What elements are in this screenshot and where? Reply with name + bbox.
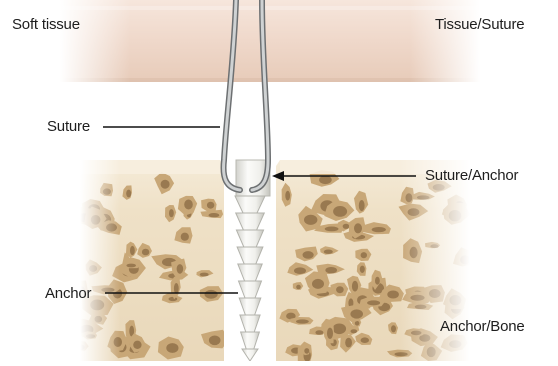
bone-pore-shadow (345, 338, 352, 348)
bone-pore-shadow (333, 324, 347, 335)
label-suture: Suture (47, 118, 90, 135)
bone-pore-shadow (304, 215, 317, 225)
bone-pore-shadow (177, 264, 184, 274)
soft-tissue-layer (60, 0, 480, 82)
bone-pore-shadow (319, 176, 332, 184)
bone-pore-shadow (360, 266, 365, 273)
bone-pore-shadow (327, 328, 333, 339)
bone-pore-shadow (184, 200, 193, 210)
anchor-thread (239, 298, 261, 315)
bone-pore-shadow (391, 325, 396, 332)
bone-pore-shadow (355, 321, 360, 326)
bone-pore-shadow (367, 300, 380, 305)
bone-pore-shadow (325, 267, 337, 273)
bone-pore-shadow (359, 200, 365, 211)
bone-pore-shadow (130, 246, 135, 255)
anchor-thread (236, 230, 263, 247)
bone-pore-shadow (372, 227, 386, 232)
bone-pore-shadow (207, 202, 214, 209)
bone-pore-shadow (351, 329, 358, 333)
bone-pore-shadow (169, 209, 174, 217)
bone-pore-shadow (304, 348, 309, 354)
bone-pore-shadow (209, 336, 221, 346)
anchor-thread (240, 315, 260, 332)
bone-pore-shadow (296, 319, 309, 323)
bone-pore-shadow (174, 283, 179, 294)
bone-pore-shadow (205, 290, 218, 299)
bone-pore-shadow (285, 191, 290, 201)
label-anchor-bone: Anchor/Bone (440, 318, 525, 335)
bone-pore-shadow (336, 286, 344, 293)
bone-pore-shadow (352, 281, 358, 292)
label-soft-tissue: Soft tissue (12, 16, 80, 33)
bone-pore-shadow (200, 273, 209, 277)
bone-pore-shadow (361, 252, 367, 258)
bone-pore-shadow (354, 223, 362, 233)
bone-pore-shadow (133, 341, 141, 349)
bone-pore-shadow (375, 277, 380, 285)
anchor-thread (236, 213, 265, 230)
bone-pore-shadow (166, 343, 178, 353)
bone-layer (70, 160, 473, 361)
bone-pore-shadow (315, 330, 323, 335)
bone-pore-shadow (169, 297, 178, 301)
bone-pore-shadow (325, 227, 339, 232)
anchor-thread (241, 332, 260, 349)
bone-pore-shadow (350, 309, 363, 318)
anchor-tip (242, 349, 258, 361)
bone-pore-shadow (209, 213, 220, 217)
bone-pore-shadow (333, 206, 347, 217)
bone-pore-shadow (126, 190, 131, 198)
anchor-thread (235, 196, 265, 213)
label-tissue-suture: Tissue/Suture (435, 16, 524, 33)
bone-pore-shadow (296, 285, 301, 290)
bone-pore-shadow (312, 279, 324, 289)
label-anchor: Anchor (45, 285, 91, 302)
bone-pore-shadow (303, 251, 314, 259)
anchor-thread (237, 247, 263, 264)
label-suture-anchor: Suture/Anchor (425, 167, 518, 184)
bone-pore-shadow (343, 224, 350, 229)
anchor-thread (238, 264, 262, 281)
bone-pore-shadow (142, 249, 149, 256)
bone-pore-shadow (161, 180, 170, 189)
bone-pore-shadow (361, 337, 369, 343)
bone-pore-shadow (126, 264, 136, 268)
anchor-thread (239, 281, 262, 298)
bone-pore-shadow (324, 250, 333, 254)
bone-pore-shadow (294, 267, 306, 274)
bone-pore-shadow (387, 291, 399, 299)
bone-pore-shadow (181, 233, 189, 241)
